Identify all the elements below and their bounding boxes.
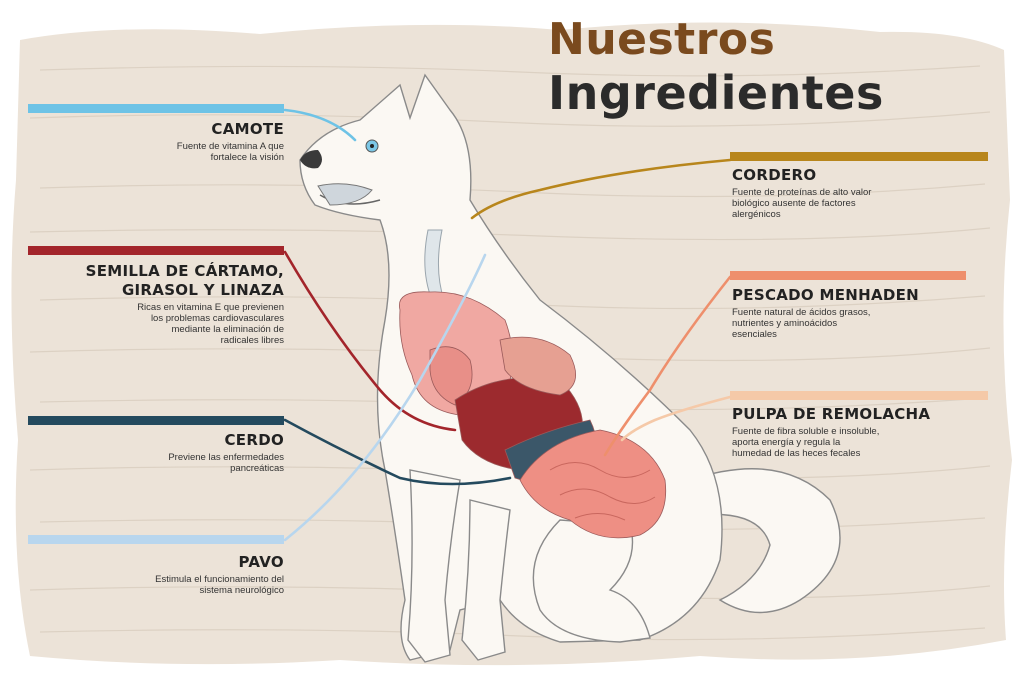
desc-line: Fuente de vitamina A que xyxy=(176,141,284,152)
desc-line: Fuente de proteínas de alto valor xyxy=(732,187,872,198)
desc-line: nutrientes y aminoácidos xyxy=(732,318,838,329)
desc-line: alergénicos xyxy=(732,209,781,220)
bar-remolacha xyxy=(730,391,988,400)
ingredient-desc: Fuente natural de ácidos grasos, nutrien… xyxy=(732,307,992,340)
ingredient-name: SEMILLA DE CÁRTAMO, xyxy=(85,262,284,280)
ingredient-desc: Previene las enfermedades pancreáticas xyxy=(24,452,284,474)
desc-line: Estimula el funcionamiento del xyxy=(155,574,284,585)
ingredient-desc: Fuente de fibra soluble e insoluble, apo… xyxy=(732,426,992,459)
connector-pavo xyxy=(283,253,487,542)
ingredient-name: CERDO xyxy=(224,431,284,449)
ingredient-name: PESCADO MENHADEN xyxy=(732,286,920,304)
desc-line: fortalece la visión xyxy=(210,152,284,163)
ingredient-remolacha: PULPA DE REMOLACHA Fuente de fibra solub… xyxy=(732,405,992,459)
desc-line: Previene las enfermedades xyxy=(168,452,284,463)
desc-line: sistema neurológico xyxy=(199,585,285,596)
connector-camote xyxy=(283,108,357,142)
desc-line: humedad de las heces fecales xyxy=(732,448,861,459)
ingredient-desc: Fuente de proteínas de alto valor biológ… xyxy=(732,187,992,220)
desc-line: Fuente de fibra soluble e insoluble, xyxy=(732,426,880,437)
ingredient-camote: CAMOTE Fuente de vitamina A que fortalec… xyxy=(24,120,284,163)
desc-line: Fuente natural de ácidos grasos, xyxy=(732,307,871,318)
bar-pavo xyxy=(28,535,284,544)
desc-line: Ricas en vitamina E que previenen xyxy=(137,302,284,313)
dog-face xyxy=(300,139,381,206)
desc-line: radicales libres xyxy=(220,335,284,346)
desc-line: aporta energía y regula la xyxy=(732,437,841,448)
ingredient-desc: Ricas en vitamina E que previenen los pr… xyxy=(24,302,284,346)
ingredient-desc: Estimula el funcionamiento del sistema n… xyxy=(24,574,284,596)
ingredient-pavo: PAVO Estimula el funcionamiento del sist… xyxy=(24,553,284,596)
title-line2: Ingredientes xyxy=(548,66,884,120)
bar-camote xyxy=(28,104,284,113)
ingredient-pescado: PESCADO MENHADEN Fuente natural de ácido… xyxy=(732,286,992,340)
connector-remolacha xyxy=(620,395,732,442)
stomach xyxy=(499,336,577,396)
connector-semilla xyxy=(283,250,457,432)
intestines xyxy=(519,429,667,539)
bar-semilla xyxy=(28,246,284,255)
connector-cerdo xyxy=(283,418,512,486)
bar-cordero xyxy=(730,152,988,161)
organs xyxy=(398,291,667,539)
ingredient-name-line2: GIRASOL Y LINAZA xyxy=(121,281,284,299)
bar-cerdo xyxy=(28,416,284,425)
desc-line: pancreáticas xyxy=(230,463,284,474)
ingredient-desc: Fuente de vitamina A que fortalece la vi… xyxy=(24,141,284,163)
ingredient-name: PULPA DE REMOLACHA xyxy=(732,405,931,423)
ingredient-semilla: SEMILLA DE CÁRTAMO, GIRASOL Y LINAZA Ric… xyxy=(24,262,284,346)
title-line1: Nuestros xyxy=(548,14,776,65)
desc-line: biológico ausente de factores xyxy=(732,198,856,209)
desc-line: los problemas cardiovasculares xyxy=(150,313,284,324)
desc-line: mediante la eliminación de xyxy=(171,324,284,335)
ingredient-cordero: CORDERO Fuente de proteínas de alto valo… xyxy=(732,166,992,220)
ingredient-cerdo: CERDO Previene las enfermedades pancreát… xyxy=(24,431,284,474)
connector-cordero xyxy=(470,158,732,220)
ingredient-name: CAMOTE xyxy=(211,120,284,138)
bar-pescado xyxy=(730,271,966,280)
intestine-folds xyxy=(549,462,656,521)
connector-lines xyxy=(283,108,732,542)
ingredient-name: CORDERO xyxy=(732,166,817,184)
ingredient-name: PAVO xyxy=(238,553,284,571)
heart xyxy=(429,346,473,406)
connector-pescado xyxy=(603,275,732,457)
desc-line: esenciales xyxy=(732,329,777,340)
